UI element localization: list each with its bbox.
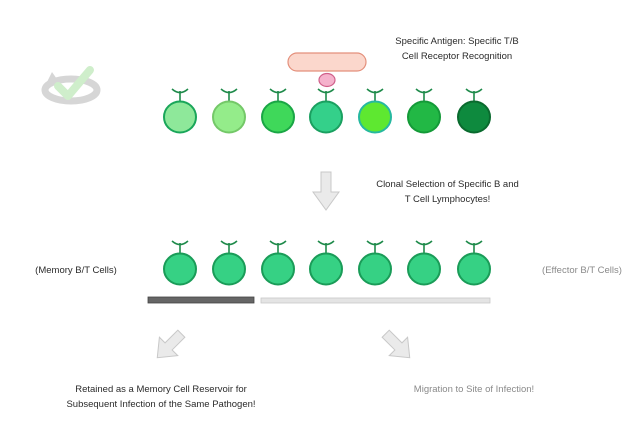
memory-cells-label: (Memory B/T Cells) [35, 265, 117, 276]
lymphocyte-cell [358, 88, 392, 134]
antigen-recognition-label: Specific Antigen: Specific T/B Cell Rece… [372, 34, 542, 64]
antigen-particle [318, 72, 336, 88]
clone-cell [261, 240, 295, 286]
down-right-arrow-icon [381, 329, 411, 359]
clone-cell [407, 240, 441, 286]
effector-outcome-label: Migration to Site of Infection! [413, 384, 535, 395]
antigen-label-line-2: Cell Receptor Recognition [401, 51, 513, 62]
initial-lymphocyte-row [163, 88, 491, 134]
lymphocyte-cell [309, 88, 343, 134]
down-left-arrow-icon [156, 329, 186, 359]
clonal-selection-label: Clonal Selection of Specific B and T Cel… [355, 177, 540, 207]
lymphocyte-cell [163, 88, 197, 134]
memory-outcome-line-2: Subsequent Infection of the Same Pathoge… [66, 399, 256, 410]
clone-cell [457, 240, 491, 286]
memory-outcome-line-1: Retained as a Memory Cell Reservoir for [75, 384, 247, 395]
clonal-lymphocyte-row [163, 240, 491, 286]
clone-cell [358, 240, 392, 286]
clone-cell [309, 240, 343, 286]
antigen-label-line-1: Specific Antigen: Specific T/B [395, 36, 519, 47]
down-arrow-icon [312, 171, 340, 211]
selection-label-line-2: T Cell Lymphocytes! [404, 194, 491, 205]
lymphocyte-cell [457, 88, 491, 134]
recycle-check-icon [41, 66, 101, 105]
antigen-receptor-bar [287, 52, 367, 72]
selection-label-line-1: Clonal Selection of Specific B and [376, 179, 519, 190]
effector-cells-label: (Effector B/T Cells) [542, 265, 622, 276]
effector-cell-bar [260, 297, 491, 304]
memory-outcome-label: Retained as a Memory Cell Reservoir for … [36, 382, 286, 412]
memory-cell-bar [147, 296, 255, 304]
lymphocyte-cell [407, 88, 441, 134]
lymphocyte-cell [261, 88, 295, 134]
lymphocyte-cell [212, 88, 246, 134]
clone-cell [163, 240, 197, 286]
clone-cell [212, 240, 246, 286]
